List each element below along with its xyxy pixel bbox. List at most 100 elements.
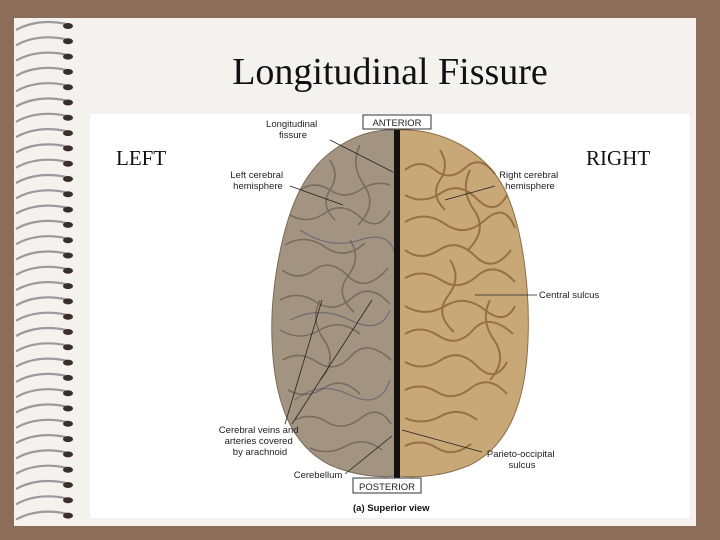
- binding-ring: [15, 36, 67, 47]
- label-longitudinal-fissure: Longitudinal fissure: [266, 119, 320, 141]
- left-gyri: [279, 144, 392, 453]
- label-parieto-occipital-line1: Parieto-occipital: [487, 449, 555, 460]
- binding-hole: [63, 160, 73, 167]
- label-cerebellum: Cerebellum: [294, 470, 343, 481]
- label-cerebral-veins-line2: arteries covered: [225, 436, 293, 447]
- binding-ring: [15, 495, 67, 506]
- label-right-hemisphere-line1: Right cerebral: [499, 170, 558, 181]
- binding-hole: [63, 221, 73, 228]
- binding-hole: [63, 38, 73, 45]
- binding-hole: [63, 359, 73, 366]
- binding-ring: [15, 342, 67, 353]
- binding-hole: [63, 497, 73, 504]
- binding-ring: [15, 418, 67, 429]
- binding-ring: [15, 281, 67, 292]
- binding-hole: [63, 176, 73, 182]
- binding-hole: [63, 267, 73, 274]
- binding-ring: [15, 372, 67, 383]
- binding-ring: [15, 403, 67, 414]
- right-side-label: RIGHT: [586, 146, 651, 170]
- binding-hole: [63, 466, 73, 473]
- binding-ring: [15, 112, 67, 123]
- label-central-sulcus: Central sulcus: [539, 290, 599, 301]
- binding-hole: [63, 512, 73, 519]
- label-right-hemisphere: Right cerebral hemisphere: [499, 170, 561, 192]
- binding-hole: [63, 130, 73, 137]
- binding-hole: [63, 206, 73, 213]
- binding-ring: [15, 173, 67, 184]
- binding-hole: [63, 23, 73, 29]
- binding-ring: [15, 250, 67, 261]
- binding-ring: [15, 235, 67, 246]
- binding-hole: [63, 114, 73, 121]
- binding-hole: [63, 344, 73, 351]
- anterior-tag: ANTERIOR: [372, 118, 421, 129]
- binding-hole: [63, 313, 73, 320]
- binding-ring: [15, 219, 67, 230]
- binding-ring: [15, 434, 67, 445]
- binding-hole: [63, 390, 73, 397]
- binding-hole: [63, 99, 73, 106]
- label-parieto-occipital-line2: sulcus: [509, 460, 536, 471]
- slide-title: Longitudinal Fissure: [232, 51, 548, 93]
- label-cerebral-veins: Cerebral veins and arteries covered by a…: [219, 425, 301, 458]
- label-parieto-occipital: Parieto-occipital sulcus: [487, 449, 557, 471]
- binding-ring: [15, 311, 67, 322]
- right-gyri: [404, 149, 516, 454]
- binding-hole: [63, 145, 73, 152]
- binding-hole: [63, 451, 73, 458]
- leader-lines: [284, 139, 537, 475]
- binding-ring: [15, 204, 67, 215]
- label-longitudinal-fissure-line1: Longitudinal: [266, 119, 317, 130]
- binding-hole: [63, 84, 73, 91]
- binding-ring: [15, 510, 67, 521]
- binding-ring: [15, 128, 67, 139]
- binding-ring: [15, 143, 67, 154]
- longitudinal-fissure-line: [394, 130, 400, 480]
- binding-ring: [15, 449, 67, 460]
- binding-ring: [15, 20, 67, 31]
- binding-ring: [15, 357, 67, 368]
- figure-caption: (a) Superior view: [353, 503, 430, 514]
- binding-ring: [15, 158, 67, 169]
- binding-hole: [63, 436, 73, 443]
- label-left-hemisphere-line2: hemisphere: [233, 181, 283, 192]
- label-left-hemisphere: Left cerebral hemisphere: [230, 170, 285, 192]
- binding-hole: [63, 374, 73, 381]
- label-left-hemisphere-line1: Left cerebral: [230, 170, 283, 181]
- label-cerebral-veins-line3: by arachnoid: [233, 447, 287, 458]
- binding-hole: [63, 68, 73, 75]
- anterior-tag-box: [362, 114, 432, 130]
- label-right-hemisphere-line2: hemisphere: [505, 181, 555, 192]
- label-longitudinal-fissure-line2: fissure: [279, 130, 307, 141]
- binding-ring: [15, 296, 67, 307]
- binding-hole: [63, 420, 73, 427]
- spiral-binding: [15, 20, 73, 521]
- binding-hole: [63, 237, 73, 244]
- label-cerebral-veins-line1: Cerebral veins and: [219, 425, 299, 436]
- binding-hole: [63, 53, 73, 60]
- binding-hole: [63, 252, 73, 259]
- binding-hole: [63, 482, 73, 488]
- binding-hole: [63, 329, 73, 335]
- binding-hole: [63, 191, 73, 198]
- posterior-tag-box: [352, 477, 422, 494]
- binding-ring: [15, 464, 67, 475]
- binding-ring: [15, 479, 67, 490]
- binding-ring: [15, 66, 67, 77]
- binding-ring: [15, 82, 67, 93]
- binding-ring: [15, 97, 67, 108]
- binding-ring: [15, 326, 67, 337]
- left-side-label: LEFT: [116, 146, 167, 170]
- binding-hole: [63, 405, 73, 412]
- binding-ring: [15, 265, 67, 276]
- binding-ring: [15, 189, 67, 200]
- posterior-tag: POSTERIOR: [359, 482, 415, 493]
- binding-hole: [63, 283, 73, 290]
- binding-ring: [15, 388, 67, 399]
- binding-ring: [15, 51, 67, 62]
- binding-hole: [63, 298, 73, 305]
- left-vessels: [289, 229, 396, 401]
